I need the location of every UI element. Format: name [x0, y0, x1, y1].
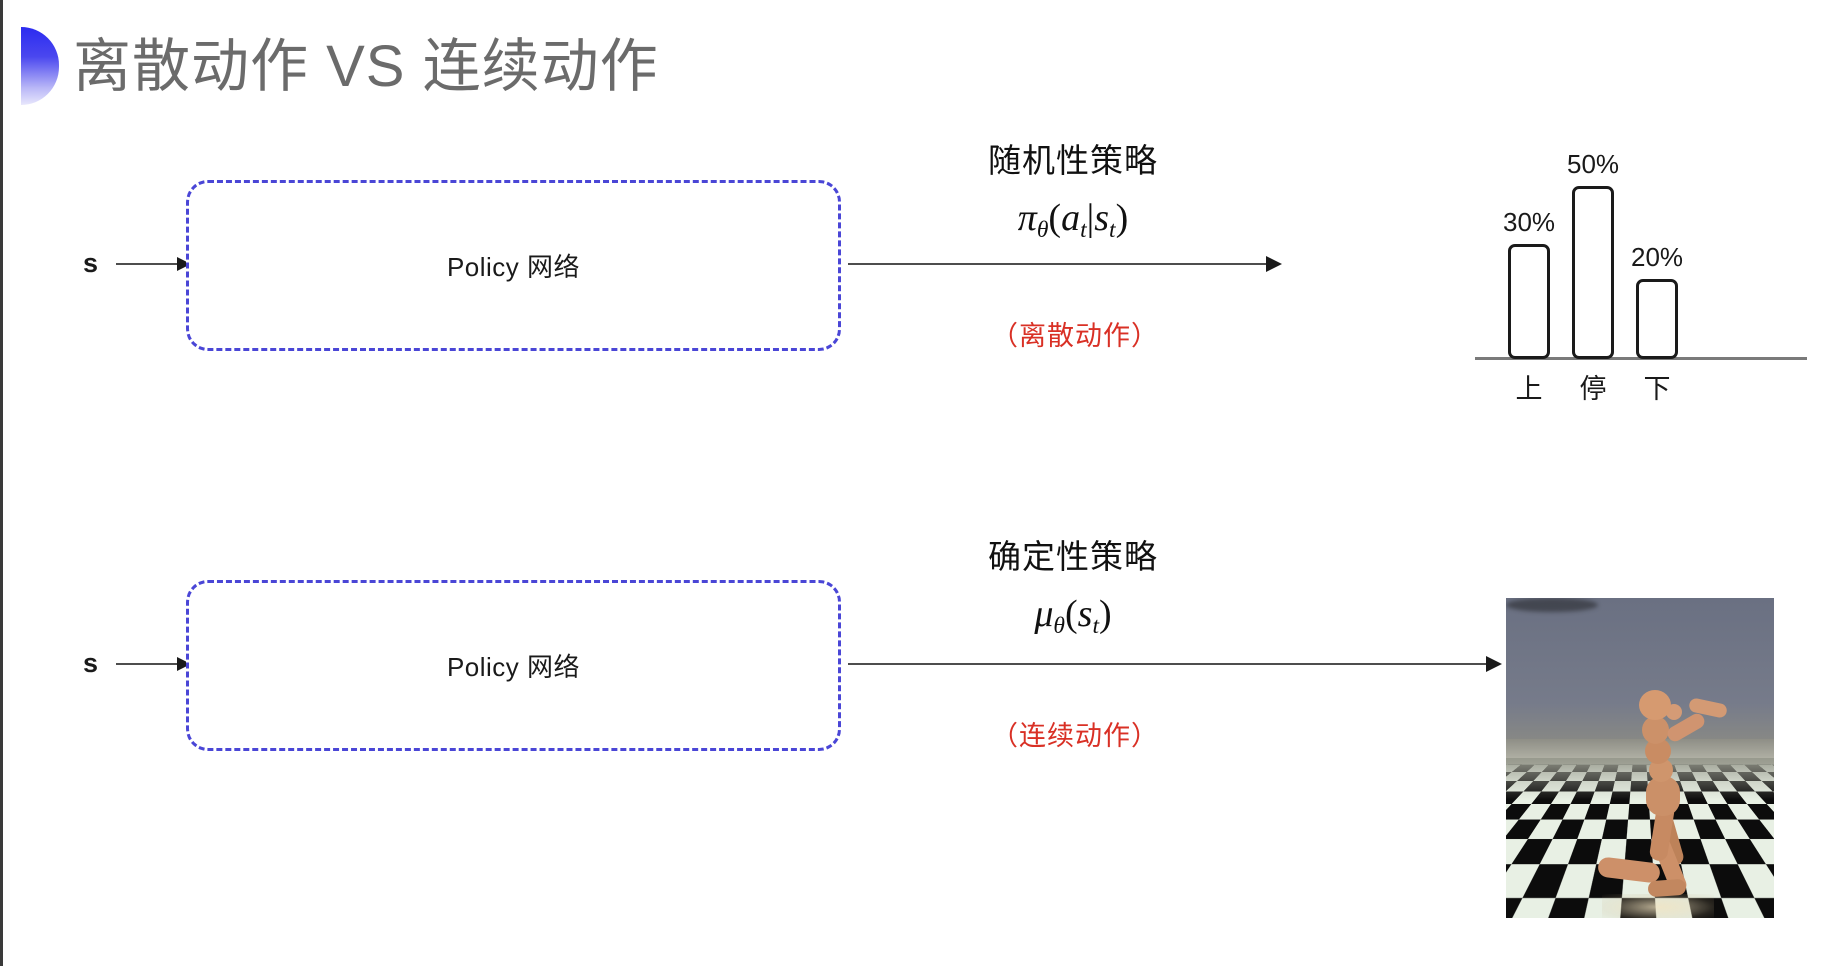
- continuous-action-note: （连续动作）: [991, 721, 1159, 751]
- humanoid-hip: [1646, 776, 1680, 816]
- humanoid-foot-front: [1647, 878, 1687, 898]
- formula-sub-theta: θ: [1036, 216, 1049, 243]
- humanoid-upper-torso: [1642, 716, 1669, 744]
- deterministic-policy-annotation: 确定性策略 μθ(st): [943, 530, 1203, 639]
- policy-network-label-discrete: Policy 网络: [446, 252, 581, 282]
- formula-arg-a: a: [1061, 197, 1081, 239]
- formula-mu-arg-s-sub: t: [1092, 612, 1099, 639]
- state-input-label-continuous: s: [83, 648, 99, 678]
- formula-arg-s: s: [1094, 197, 1110, 239]
- bar-value-stop: 50%: [1566, 149, 1620, 179]
- bar-item-stop[interactable]: 50%: [1567, 149, 1619, 359]
- humanoid-head: [1639, 690, 1671, 720]
- formula-mu-open-paren: (: [1065, 593, 1078, 635]
- bar-value-down: 20%: [1630, 242, 1684, 272]
- stochastic-policy-annotation: 随机性策略 πθ(at|st): [943, 134, 1203, 243]
- discrete-action-row: s Policy 网络 随机性策略 πθ(at|st) （离散动作）: [3, 142, 1846, 440]
- bar-item-up[interactable]: 30%: [1503, 149, 1555, 359]
- title-accent-shape: [21, 27, 59, 105]
- continuous-action-row: s Policy 网络 确定性策略 μθ(st) （连续动作）: [3, 538, 1846, 940]
- formula-arg-a-sub: t: [1080, 216, 1087, 243]
- sim-floor-glare: [1602, 894, 1714, 918]
- bar-category-stop: 停: [1579, 374, 1607, 404]
- policy-network-label-continuous: Policy 网络: [446, 652, 581, 682]
- bar-rect-down: [1636, 279, 1678, 359]
- sim-floor-fade: [1506, 758, 1774, 800]
- action-probability-bar-chart: 30% 50% 20% 上 停 下: [1468, 95, 1813, 415]
- bar-value-up: 30%: [1502, 207, 1556, 237]
- bar-item-down[interactable]: 20%: [1631, 149, 1683, 359]
- page-title: 离散动作 VS 连续动作: [73, 34, 659, 99]
- state-input-label-discrete: s: [83, 248, 99, 278]
- policy-network-box-discrete[interactable]: Policy 网络: [186, 180, 841, 351]
- formula-mu-close-paren: ): [1099, 593, 1112, 635]
- bar-chart-bars: 30% 50% 20%: [1468, 149, 1813, 359]
- formula-arg-s-sub: t: [1109, 216, 1116, 243]
- humanoid-shadow: [1506, 598, 1598, 612]
- sim-sky: [1506, 598, 1774, 749]
- bar-rect-stop: [1572, 186, 1614, 359]
- bar-category-down: 下: [1643, 374, 1671, 404]
- formula-open-paren: (: [1048, 197, 1062, 239]
- formula-fn-pi: π: [1017, 197, 1037, 239]
- policy-network-box-continuous[interactable]: Policy 网络: [186, 580, 841, 751]
- formula-mu-sub-theta: θ: [1053, 612, 1065, 639]
- deterministic-policy-title: 确定性策略: [988, 538, 1158, 575]
- bar-rect-up: [1508, 244, 1550, 359]
- input-arrow-continuous: [116, 657, 191, 671]
- discrete-action-note: （离散动作）: [991, 321, 1159, 351]
- output-arrow-continuous: [848, 656, 1502, 672]
- formula-mu-arg-s: s: [1077, 593, 1093, 635]
- output-arrow-discrete: [848, 256, 1282, 272]
- deterministic-policy-formula: μθ(st): [943, 592, 1203, 639]
- humanoid-simulation-image: [1506, 598, 1774, 918]
- formula-condition-bar: |: [1086, 197, 1095, 239]
- stochastic-policy-formula: πθ(at|st): [943, 196, 1203, 243]
- stochastic-policy-title: 随机性策略: [988, 142, 1158, 179]
- bar-category-up: 上: [1515, 374, 1543, 404]
- formula-close-paren: ): [1115, 197, 1129, 239]
- formula-fn-mu: μ: [1034, 593, 1054, 635]
- input-arrow-discrete: [116, 257, 191, 271]
